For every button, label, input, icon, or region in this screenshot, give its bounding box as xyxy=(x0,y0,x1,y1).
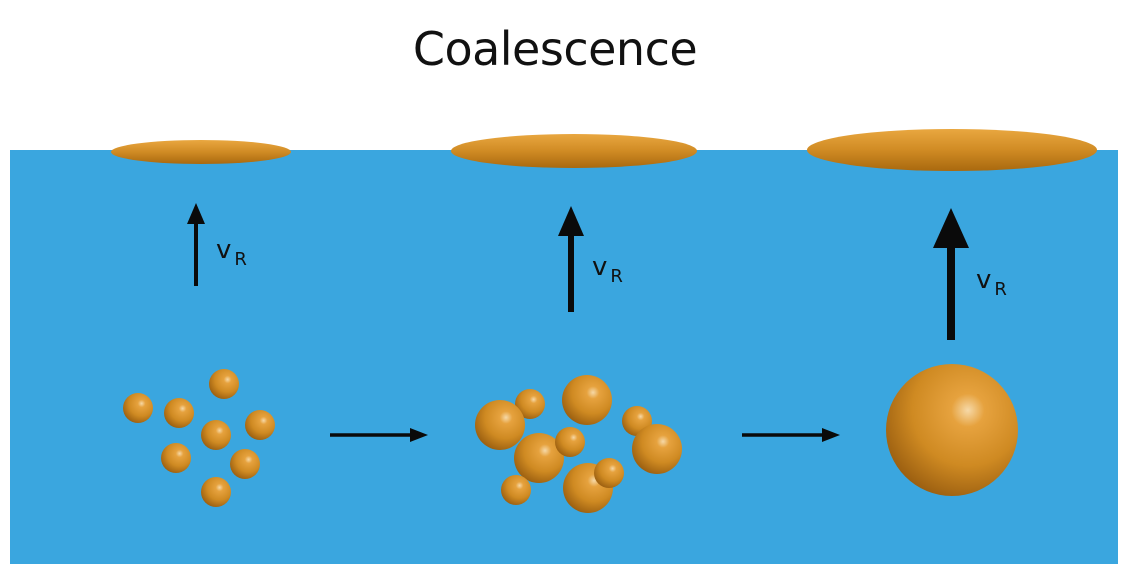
merged-droplet xyxy=(886,364,1018,496)
process-arrow-1 xyxy=(330,428,428,442)
process-arrow-2 xyxy=(742,428,840,442)
process-arrows xyxy=(330,428,840,442)
surface-slick-small xyxy=(111,140,291,164)
droplet xyxy=(562,375,612,425)
droplet xyxy=(514,433,564,483)
droplet xyxy=(230,449,260,479)
droplet-cluster-merging xyxy=(475,375,682,513)
surface-slicks xyxy=(111,129,1097,171)
droplet xyxy=(245,410,275,440)
droplet-merged xyxy=(886,364,1018,496)
droplet xyxy=(201,420,231,450)
droplet xyxy=(475,400,525,450)
droplet xyxy=(555,427,585,457)
droplet xyxy=(632,424,682,474)
droplet xyxy=(123,393,153,423)
droplet xyxy=(515,389,545,419)
droplet-cluster-small xyxy=(123,369,275,507)
droplet xyxy=(209,369,239,399)
surface-slick-large xyxy=(807,129,1097,171)
droplet xyxy=(594,458,624,488)
droplet xyxy=(201,477,231,507)
rise-arrow-stage-3 xyxy=(933,208,969,340)
droplet xyxy=(164,398,194,428)
rise-velocity-arrows xyxy=(187,203,969,340)
droplet xyxy=(501,475,531,505)
droplet xyxy=(161,443,191,473)
surface-slick-medium xyxy=(451,134,697,168)
rise-arrow-stage-2 xyxy=(558,206,584,312)
diagram-title: Coalescence xyxy=(412,22,698,76)
rise-arrow-stage-1 xyxy=(187,203,205,286)
